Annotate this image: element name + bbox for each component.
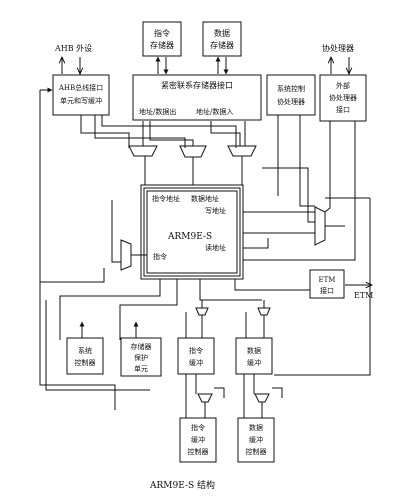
svg-text:ETM: ETM [319,276,336,284]
svg-text:指令: 指令 [154,28,170,38]
mux-right-side [314,206,326,246]
ahb-peripheral-label: AHB 外设 [54,43,92,53]
svg-text:接口: 接口 [336,105,350,114]
addr-data-in-label: 地址/数据入 [196,107,233,116]
mux-mid-b [257,307,271,316]
core-read-addr-label: 读地址 [205,243,226,252]
core-data-addr-label: 数据地址 [191,194,219,203]
external-coprocessor-interface-block: 外部 协处理器 接口 [319,74,367,122]
svg-text:存储器: 存储器 [150,40,174,50]
core-instr-label: 指令 [153,252,167,261]
coprocessor-label: 协处理器 [322,43,354,53]
svg-text:控制器: 控制器 [188,447,209,456]
svg-text:数据: 数据 [247,346,261,355]
memory-protection-unit-block: 存储器 保护 单元 [120,337,162,377]
data-memory-block: 数据 存储器 [202,21,242,57]
mux-mid-upper [179,145,207,158]
ahb-interface-block: AHB总线接口 单元和写缓冲 [52,74,110,116]
system-control-coprocessor-block: 系统控制 协处理器 [266,74,316,116]
svg-text:数据: 数据 [249,423,263,432]
mux-low-a [197,393,213,403]
svg-text:控制器: 控制器 [75,358,96,367]
mux-low-b [254,393,270,403]
svg-text:存储器: 存储器 [210,40,234,50]
ahb-peripheral-port: AHB 外设 [54,43,92,74]
svg-text:保护: 保护 [134,353,148,362]
data-cache-controller-block: 数据 缓冲 控制器 [237,417,275,463]
addr-data-out-label: 地址/数据出 [139,107,176,116]
mux-mid-a [195,307,209,316]
mux-right-upper [227,145,257,157]
instruction-cache-block: 指令 缓冲 [177,337,215,375]
tcm-interface-block: 紧密联系存储器接口 地址/数据出 地址/数据入 [132,74,262,121]
etm-interface-block: ETM 接口 [309,269,345,299]
svg-text:系统: 系统 [78,346,92,355]
svg-text:协处理器: 协处理器 [277,97,305,106]
mux-left-upper [128,145,158,157]
svg-text:缓冲: 缓冲 [249,435,263,444]
svg-text:指令: 指令 [191,423,205,432]
svg-text:系统控制: 系统控制 [277,84,305,93]
tcm-interface-label: 紧密联系存储器接口 [161,80,233,90]
core-name-label: ARM9E-S [167,232,212,242]
data-cache-block: 数据 缓冲 [235,337,273,375]
svg-text:缓冲: 缓冲 [191,435,205,444]
svg-text:控制器: 控制器 [246,447,267,456]
instruction-memory-block: 指令 存储器 [142,21,182,57]
svg-text:单元和写缓冲: 单元和写缓冲 [60,96,102,105]
svg-text:数据: 数据 [214,28,230,38]
system-controller-block: 系统 控制器 [66,337,104,375]
arm9es-core-block: 指令地址 数据地址 写地址 ARM9E-S 读地址 指令 [140,184,244,280]
core-write-addr-label: 写地址 [205,206,226,215]
svg-text:单元: 单元 [134,364,148,373]
svg-text:存储器: 存储器 [131,342,152,351]
svg-text:外部: 外部 [336,81,350,90]
core-instr-addr-label: 指令地址 [152,194,180,203]
svg-text:缓冲: 缓冲 [247,358,261,367]
diagram-caption: ARM9E-S 结构 [149,479,215,491]
svg-text:缓冲: 缓冲 [189,358,203,367]
instruction-cache-controller-block: 指令 缓冲 控制器 [179,417,217,463]
svg-text:协处理器: 协处理器 [329,93,357,102]
mux-left-side [120,239,132,271]
coprocessor-port: 协处理器 [322,43,354,74]
svg-text:AHB总线接口: AHB总线接口 [58,83,103,92]
etm-output-label: ETM [354,291,373,300]
svg-text:指令: 指令 [189,346,203,355]
svg-text:接口: 接口 [320,286,334,295]
